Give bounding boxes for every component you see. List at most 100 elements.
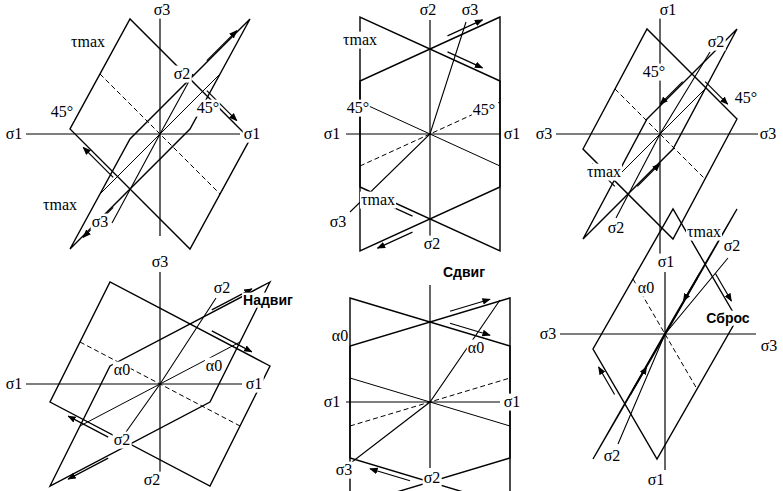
shear-plane bbox=[360, 17, 500, 251]
diagram-label: σ3 bbox=[461, 2, 480, 19]
shear-plane bbox=[350, 298, 510, 491]
plane-trace bbox=[100, 74, 220, 194]
stress-axis bbox=[159, 18, 160, 236]
diagram-label: σ1 bbox=[503, 126, 522, 143]
shear-arrow bbox=[683, 274, 699, 302]
shear-arrow bbox=[212, 331, 252, 352]
shear-arrow bbox=[715, 274, 731, 302]
diagram-label: σ2 bbox=[723, 238, 742, 255]
shear-arrow bbox=[68, 458, 108, 479]
shear-plane bbox=[583, 29, 737, 239]
stress-axis bbox=[429, 20, 430, 236]
plane-trace bbox=[350, 378, 510, 426]
diagram-label: 45° bbox=[196, 100, 220, 117]
plane-trace bbox=[360, 102, 500, 166]
shear-arrow bbox=[83, 147, 113, 177]
diagram-label: σ3 bbox=[535, 126, 554, 143]
shear-arrow bbox=[637, 164, 660, 187]
diagram-label: α0 bbox=[467, 340, 485, 357]
plane-trace bbox=[80, 342, 240, 426]
shear-arrow bbox=[378, 232, 413, 248]
diagram-label: σ2 bbox=[607, 220, 626, 237]
diagram-label: α0 bbox=[331, 328, 349, 345]
oblique-axis bbox=[350, 22, 466, 212]
diagram-label: σ3 bbox=[335, 462, 354, 479]
diagram-label: Сброс bbox=[705, 311, 750, 326]
stress-axis bbox=[664, 272, 665, 470]
stress-axis bbox=[429, 285, 430, 468]
diagram-label: σ2 bbox=[423, 236, 442, 253]
diagram-label: σ3 bbox=[91, 214, 110, 231]
plane-trace bbox=[615, 89, 705, 179]
diagram-label: σ3 bbox=[329, 214, 348, 231]
shear-arrow bbox=[83, 207, 113, 237]
plane-trace bbox=[633, 279, 697, 389]
shear-arrow bbox=[448, 52, 483, 68]
shear-arrow bbox=[370, 469, 410, 481]
diagram-label: σ2 bbox=[113, 432, 132, 449]
shear-plane bbox=[70, 19, 250, 249]
diagram-label: τmax bbox=[42, 197, 78, 214]
oblique-axis bbox=[618, 258, 728, 444]
diagram-label: σ2 bbox=[419, 2, 438, 19]
shear-arrow bbox=[705, 82, 728, 105]
diagram-label: σ3 bbox=[759, 126, 778, 143]
shear-arrow bbox=[450, 299, 490, 311]
diagram-label: 45° bbox=[346, 100, 370, 117]
diagram-label: Сдвиг bbox=[442, 265, 486, 280]
diagram-label: σ1 bbox=[5, 376, 24, 393]
diagram-label: α0 bbox=[113, 362, 131, 379]
diagram-label: α0 bbox=[637, 280, 655, 297]
diagram-label: σ3 bbox=[151, 254, 170, 271]
shear-arrow bbox=[448, 20, 483, 36]
diagram-label: τmax bbox=[342, 32, 378, 49]
stress-axis bbox=[556, 133, 758, 134]
diagram-label: σ1 bbox=[243, 126, 262, 143]
diagram-label: Надвиг bbox=[242, 293, 294, 308]
plane-trace bbox=[100, 74, 220, 194]
shear-plane bbox=[50, 282, 270, 486]
diagram-label: σ2 bbox=[603, 448, 622, 465]
diagram-label: σ3 bbox=[153, 2, 172, 19]
stress-axis bbox=[346, 133, 500, 134]
stress-axis bbox=[26, 133, 240, 134]
shear-plane bbox=[593, 209, 737, 459]
shear-arrow bbox=[450, 323, 490, 335]
diagram-label: τmax bbox=[686, 224, 722, 241]
plane-trace bbox=[633, 279, 697, 389]
diagram-label: σ1 bbox=[659, 2, 678, 19]
diagram-label: σ2 bbox=[707, 34, 726, 51]
stress-axis bbox=[560, 333, 756, 334]
stress-axis bbox=[159, 272, 160, 472]
shear-arrow bbox=[207, 31, 237, 61]
shear-arrow bbox=[599, 367, 615, 395]
diagram-label: 45° bbox=[50, 104, 74, 121]
diagram-label: σ3 bbox=[760, 338, 779, 355]
oblique-axis bbox=[352, 300, 500, 462]
diagram-label: 45° bbox=[642, 64, 666, 81]
diagram-label: σ1 bbox=[503, 394, 522, 411]
oblique-axis bbox=[616, 52, 710, 218]
plane-trace bbox=[615, 89, 705, 179]
diagram-label: τmax bbox=[586, 164, 622, 181]
stress-axis bbox=[659, 18, 660, 254]
diagram-label: τmax bbox=[360, 192, 396, 209]
shear-plane bbox=[70, 19, 250, 249]
shear-arrow bbox=[68, 416, 108, 437]
plane-trace bbox=[360, 102, 500, 166]
shear-plane bbox=[360, 17, 500, 251]
shear-plane bbox=[583, 29, 737, 239]
diagram-label: σ1 bbox=[323, 126, 342, 143]
diagram-label: σ3 bbox=[539, 326, 558, 343]
plane-trace bbox=[80, 342, 240, 426]
plane-trace bbox=[350, 378, 510, 426]
diagram-label: α0 bbox=[205, 358, 223, 375]
diagram-label: 45° bbox=[472, 102, 496, 119]
diagram-label: σ2 bbox=[423, 470, 442, 487]
diagram-label: σ1 bbox=[657, 254, 676, 271]
shear-plane bbox=[350, 298, 510, 491]
diagram-label: 45° bbox=[734, 90, 758, 107]
diagram-label: σ1 bbox=[5, 126, 24, 143]
